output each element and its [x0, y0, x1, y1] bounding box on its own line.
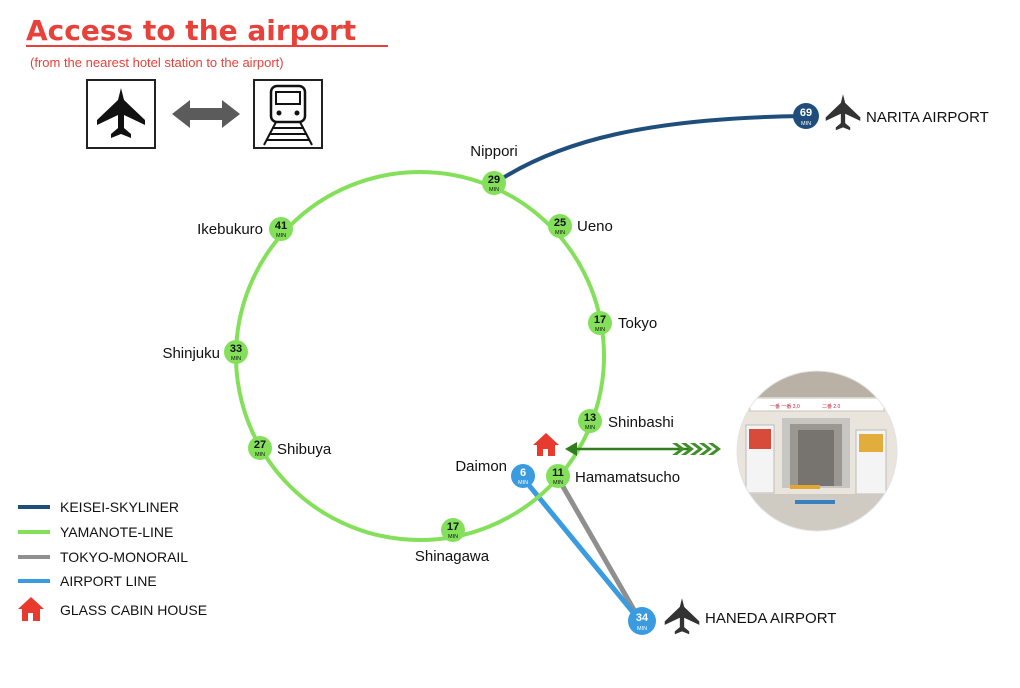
shinagawa-unit: MIN [448, 534, 458, 540]
station-hamamatsucho: 11 MIN Hamamatsucho [546, 464, 680, 488]
narita-station-badge: 69 MIN [793, 103, 819, 129]
double-arrow-icon [172, 100, 240, 128]
station-nippori: 29 MIN Nippori [470, 143, 518, 195]
legend-house-label: GLASS CABIN HOUSE [60, 602, 207, 618]
legend-yamanote-label: YAMANOTE-LINE [60, 524, 173, 540]
station-ikebukuro: 41 MIN Ikebukuro [197, 217, 293, 241]
shinjuku-unit: MIN [231, 356, 241, 362]
narita-minutes: 69 [800, 107, 812, 119]
station-shinagawa: 17 MIN Shinagawa [415, 518, 490, 565]
daimon-label: Daimon [455, 458, 507, 475]
shinjuku-label: Shinjuku [162, 345, 220, 362]
house-icon [533, 433, 559, 456]
nippori-unit: MIN [489, 187, 499, 193]
nippori-label: Nippori [470, 143, 518, 160]
tokyo-monorail-line [555, 476, 644, 624]
shibuya-minutes: 27 [254, 439, 266, 451]
hamamatsucho-minutes: 11 [552, 467, 564, 479]
ueno-label: Ueno [577, 218, 613, 235]
ikebukuro-unit: MIN [276, 233, 286, 239]
title-underline [26, 45, 388, 47]
narita-airport-label: NARITA AIRPORT [866, 109, 989, 126]
legend: KEISEI-SKYLINER YAMANOTE-LINE TOKYO-MONO… [18, 499, 207, 621]
station-shibuya: 27 MIN Shibuya [248, 436, 332, 460]
ikebukuro-label: Ikebukuro [197, 221, 263, 238]
haneda-unit: MIN [637, 626, 647, 632]
daimon-minutes: 6 [520, 467, 526, 479]
hamamatsucho-unit: MIN [553, 480, 563, 486]
shinjuku-minutes: 33 [230, 343, 242, 355]
legend-airport-line-label: AIRPORT LINE [60, 573, 157, 589]
airplane-icon [825, 94, 861, 131]
house-icon [18, 597, 44, 621]
nippori-minutes: 29 [488, 174, 500, 186]
ikebukuro-minutes: 41 [275, 220, 287, 232]
station-ueno: 25 MIN Ueno [548, 214, 613, 238]
shibuya-unit: MIN [255, 452, 265, 458]
page-subtitle: (from the nearest hotel station to the a… [30, 55, 284, 70]
shinbashi-unit: MIN [585, 425, 595, 431]
shinagawa-label: Shinagawa [415, 548, 490, 565]
hamamatsucho-label: Hamamatsucho [575, 469, 680, 486]
ueno-minutes: 25 [554, 217, 566, 229]
haneda-airport-label: HANEDA AIRPORT [705, 610, 836, 627]
station-shinjuku: 33 MIN Shinjuku [162, 340, 248, 364]
shinbashi-label: Shinbashi [608, 414, 674, 431]
photo-sign-right: 二番 2.0 [822, 403, 841, 410]
tokyo-label: Tokyo [618, 315, 657, 332]
station-tokyo: 17 MIN Tokyo [588, 311, 657, 335]
airplane-icon [664, 598, 700, 635]
airplane-icon [86, 79, 156, 149]
hotel-entrance-photo: 一番 一番 3,0 二番 2.0 [737, 371, 897, 531]
legend-keisei-label: KEISEI-SKYLINER [60, 499, 179, 515]
train-icon [253, 79, 323, 149]
haneda-minutes: 34 [636, 612, 649, 624]
haneda-station-badge: 34 MIN [628, 607, 656, 635]
keisei-skyliner-line [493, 114, 806, 185]
station-shinbashi: 13 MIN Shinbashi [578, 409, 674, 433]
tokyo-unit: MIN [595, 327, 605, 333]
airport-line [521, 476, 643, 624]
photo-frame [736, 370, 898, 532]
shinagawa-minutes: 17 [447, 521, 459, 533]
tokyo-minutes: 17 [594, 314, 606, 326]
chevron-arrow-icon [565, 442, 721, 456]
shibuya-label: Shibuya [277, 441, 332, 458]
shinbashi-minutes: 13 [584, 412, 596, 424]
daimon-unit: MIN [518, 480, 528, 486]
legend-monorail-label: TOKYO-MONORAIL [60, 549, 188, 565]
photo-sign-left: 一番 一番 3,0 [770, 403, 800, 410]
ueno-unit: MIN [555, 230, 565, 236]
station-daimon: 6 MIN Daimon [455, 458, 535, 488]
narita-unit: MIN [801, 121, 811, 127]
page-title: Access to the airport [26, 14, 356, 47]
